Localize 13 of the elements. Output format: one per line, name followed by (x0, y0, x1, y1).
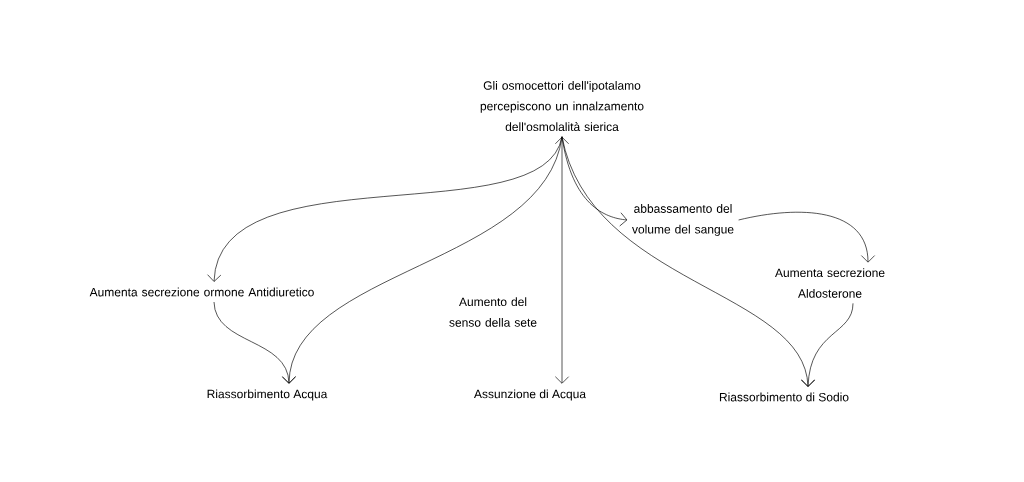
statement-text: Assunzione di Acqua (474, 389, 586, 401)
arrow (738, 211, 875, 263)
statement-text: Aumenta secrezione ormone Antidiuretico (89, 287, 314, 297)
arrow (555, 136, 569, 384)
statement-text: Aumenta secrezione Aldosterone (775, 268, 885, 298)
statement-text: abbassamento del volume del sangue (632, 204, 734, 236)
statement-text: Gli osmocettori dell'ipotalamo percepiscono un innalzamento dell'osmolalità sierica (480, 80, 644, 132)
arrow (801, 303, 854, 387)
edge-label: Aumento del senso della sete (449, 297, 537, 327)
statement-text: Riassorbimento di Sodio (719, 392, 849, 402)
statement-text: Riassorbimento Acqua (207, 389, 328, 401)
arrow (213, 301, 296, 384)
arrow (561, 136, 628, 227)
